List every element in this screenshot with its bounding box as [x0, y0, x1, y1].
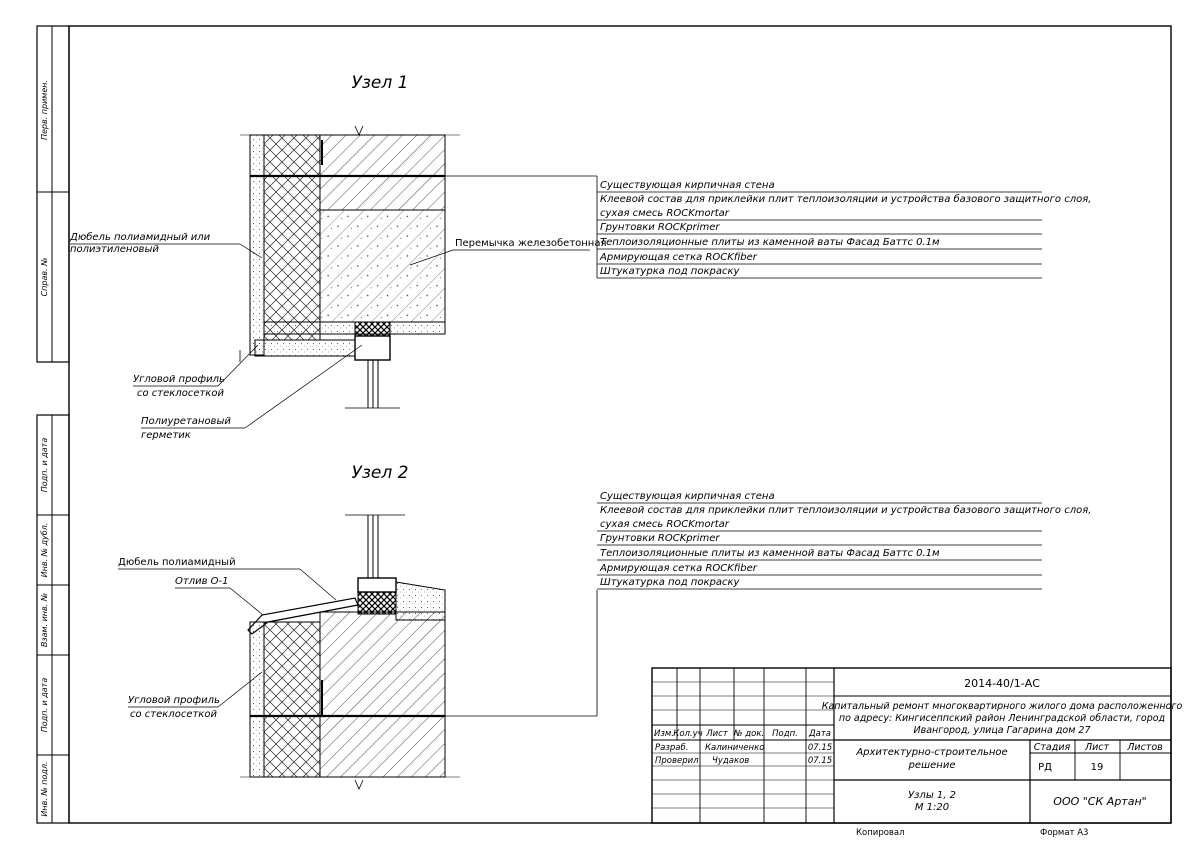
layer-text: Теплоизоляционные плиты из каменной ваты… [600, 548, 940, 559]
sheet-value: 19 [1091, 762, 1104, 773]
layer-text: Грунтовки ROCKprimer [600, 533, 720, 544]
footer-copied: Копировал [856, 828, 905, 838]
layer-text: сухая смесь ROCKmortar [600, 208, 730, 219]
object-line: Ивангород, улица Гагарина дом 27 [913, 725, 1090, 736]
callout-text: Угловой профиль [133, 374, 225, 385]
callout-text: Отлив О-1 [175, 576, 229, 587]
layer-text: Армирующая сетка ROCKfiber [599, 252, 758, 263]
section-line: решение [908, 760, 956, 771]
stamp-name: Чудаков [712, 756, 749, 766]
layer-text: Штукатурка под покраску [600, 266, 741, 277]
callout-text: Угловой профиль [128, 695, 220, 706]
object-line: по адресу: Кингисеппский район Ленинград… [839, 713, 1166, 724]
layer-text: Существующая кирпичная стена [600, 491, 775, 502]
org-name: ООО "СК Артан" [1053, 795, 1146, 808]
stage-value: РД [1038, 762, 1052, 773]
callout-text: со стеклосеткой [137, 388, 224, 399]
layer-text: Теплоизоляционные плиты из каменной ваты… [600, 237, 940, 248]
callout-text: герметик [141, 430, 191, 441]
footer-format: Формат А3 [1040, 828, 1088, 838]
side-label: Подп. и дата [40, 438, 49, 493]
side-label: Справ. № [40, 258, 49, 297]
layer-text: Штукатурка под покраску [600, 577, 741, 588]
sheet-header: Лист [1084, 742, 1110, 753]
title-block: Изм. Кол.уч Лист № док. Подп. Дата Разра… [651, 667, 1183, 824]
stamp-role: Разраб. [655, 743, 688, 753]
stamp-col-header: Подп. [772, 729, 798, 739]
drawing-line: Узлы 1, 2 [908, 790, 956, 801]
stamp-col-header: Дата [808, 729, 831, 739]
side-label: Подп. и дата [40, 678, 49, 733]
callout-text: Полиуретановый [141, 416, 231, 427]
node2-title: Узел 2 [352, 463, 409, 483]
node1-detail: Узел 1 [239, 73, 460, 409]
sheets-header: Листов [1126, 742, 1163, 753]
stage-header: Стадия [1034, 742, 1071, 753]
layer-text: Клеевой состав для приклейки плит теплои… [600, 193, 1091, 205]
callout-text: полиэтиленовый [70, 244, 159, 255]
stamp-date: 07.15 [808, 756, 832, 766]
node2-detail: Узел 2 [240, 463, 460, 790]
stamp-role: Проверил [655, 756, 699, 766]
node1-layer-list: Существующая кирпичная стена Клеевой сос… [445, 175, 1091, 279]
lintel-label: Перемычка железобетонная [455, 238, 607, 249]
drawing-line: М 1:20 [915, 802, 949, 813]
layer-text: Клеевой состав для приклейки плит теплои… [600, 504, 1091, 516]
stamp-col-header: Лист [705, 729, 729, 739]
node2-left-callouts: Дюбель полиамидный Отлив О-1 Угловой про… [118, 557, 337, 720]
layer-text: Грунтовки ROCKprimer [600, 222, 720, 233]
side-label: Инв. № дубл. [40, 523, 49, 578]
layer-text: сухая смесь ROCKmortar [600, 519, 730, 530]
node1-left-callouts: Дюбель полиамидный или полиэтиленовый Уг… [69, 231, 607, 441]
section-line: Архитектурно-строительное [855, 747, 1007, 758]
layer-text: Существующая кирпичная стена [600, 180, 775, 191]
side-label: Перв. примен. [40, 80, 49, 140]
stamp-col-header: № док. [733, 729, 764, 739]
node1-title: Узел 1 [352, 73, 409, 93]
callout-text: Дюбель полиамидный [118, 557, 236, 568]
stamp-col-header: Изм. [654, 729, 674, 739]
object-line: Капитальный ремонт многоквартирного жило… [822, 701, 1183, 712]
layer-text: Армирующая сетка ROCKfiber [599, 563, 758, 574]
side-label: Взам. инв. № [40, 593, 49, 647]
side-strip: Перв. примен. Справ. № Подп. и дата Инв.… [36, 25, 70, 824]
node2-layer-list: Существующая кирпичная стена Клеевой сос… [445, 491, 1091, 717]
side-label: Инв. № подл. [40, 761, 49, 816]
doc-code: 2014-40/1-АС [964, 677, 1040, 690]
stamp-name: Калиниченко [705, 743, 764, 753]
callout-text: со стеклосеткой [130, 709, 217, 720]
stamp-col-header: Кол.уч [673, 729, 702, 739]
callout-text: Дюбель полиамидный или [69, 231, 211, 243]
stamp-date: 07.15 [808, 743, 832, 753]
